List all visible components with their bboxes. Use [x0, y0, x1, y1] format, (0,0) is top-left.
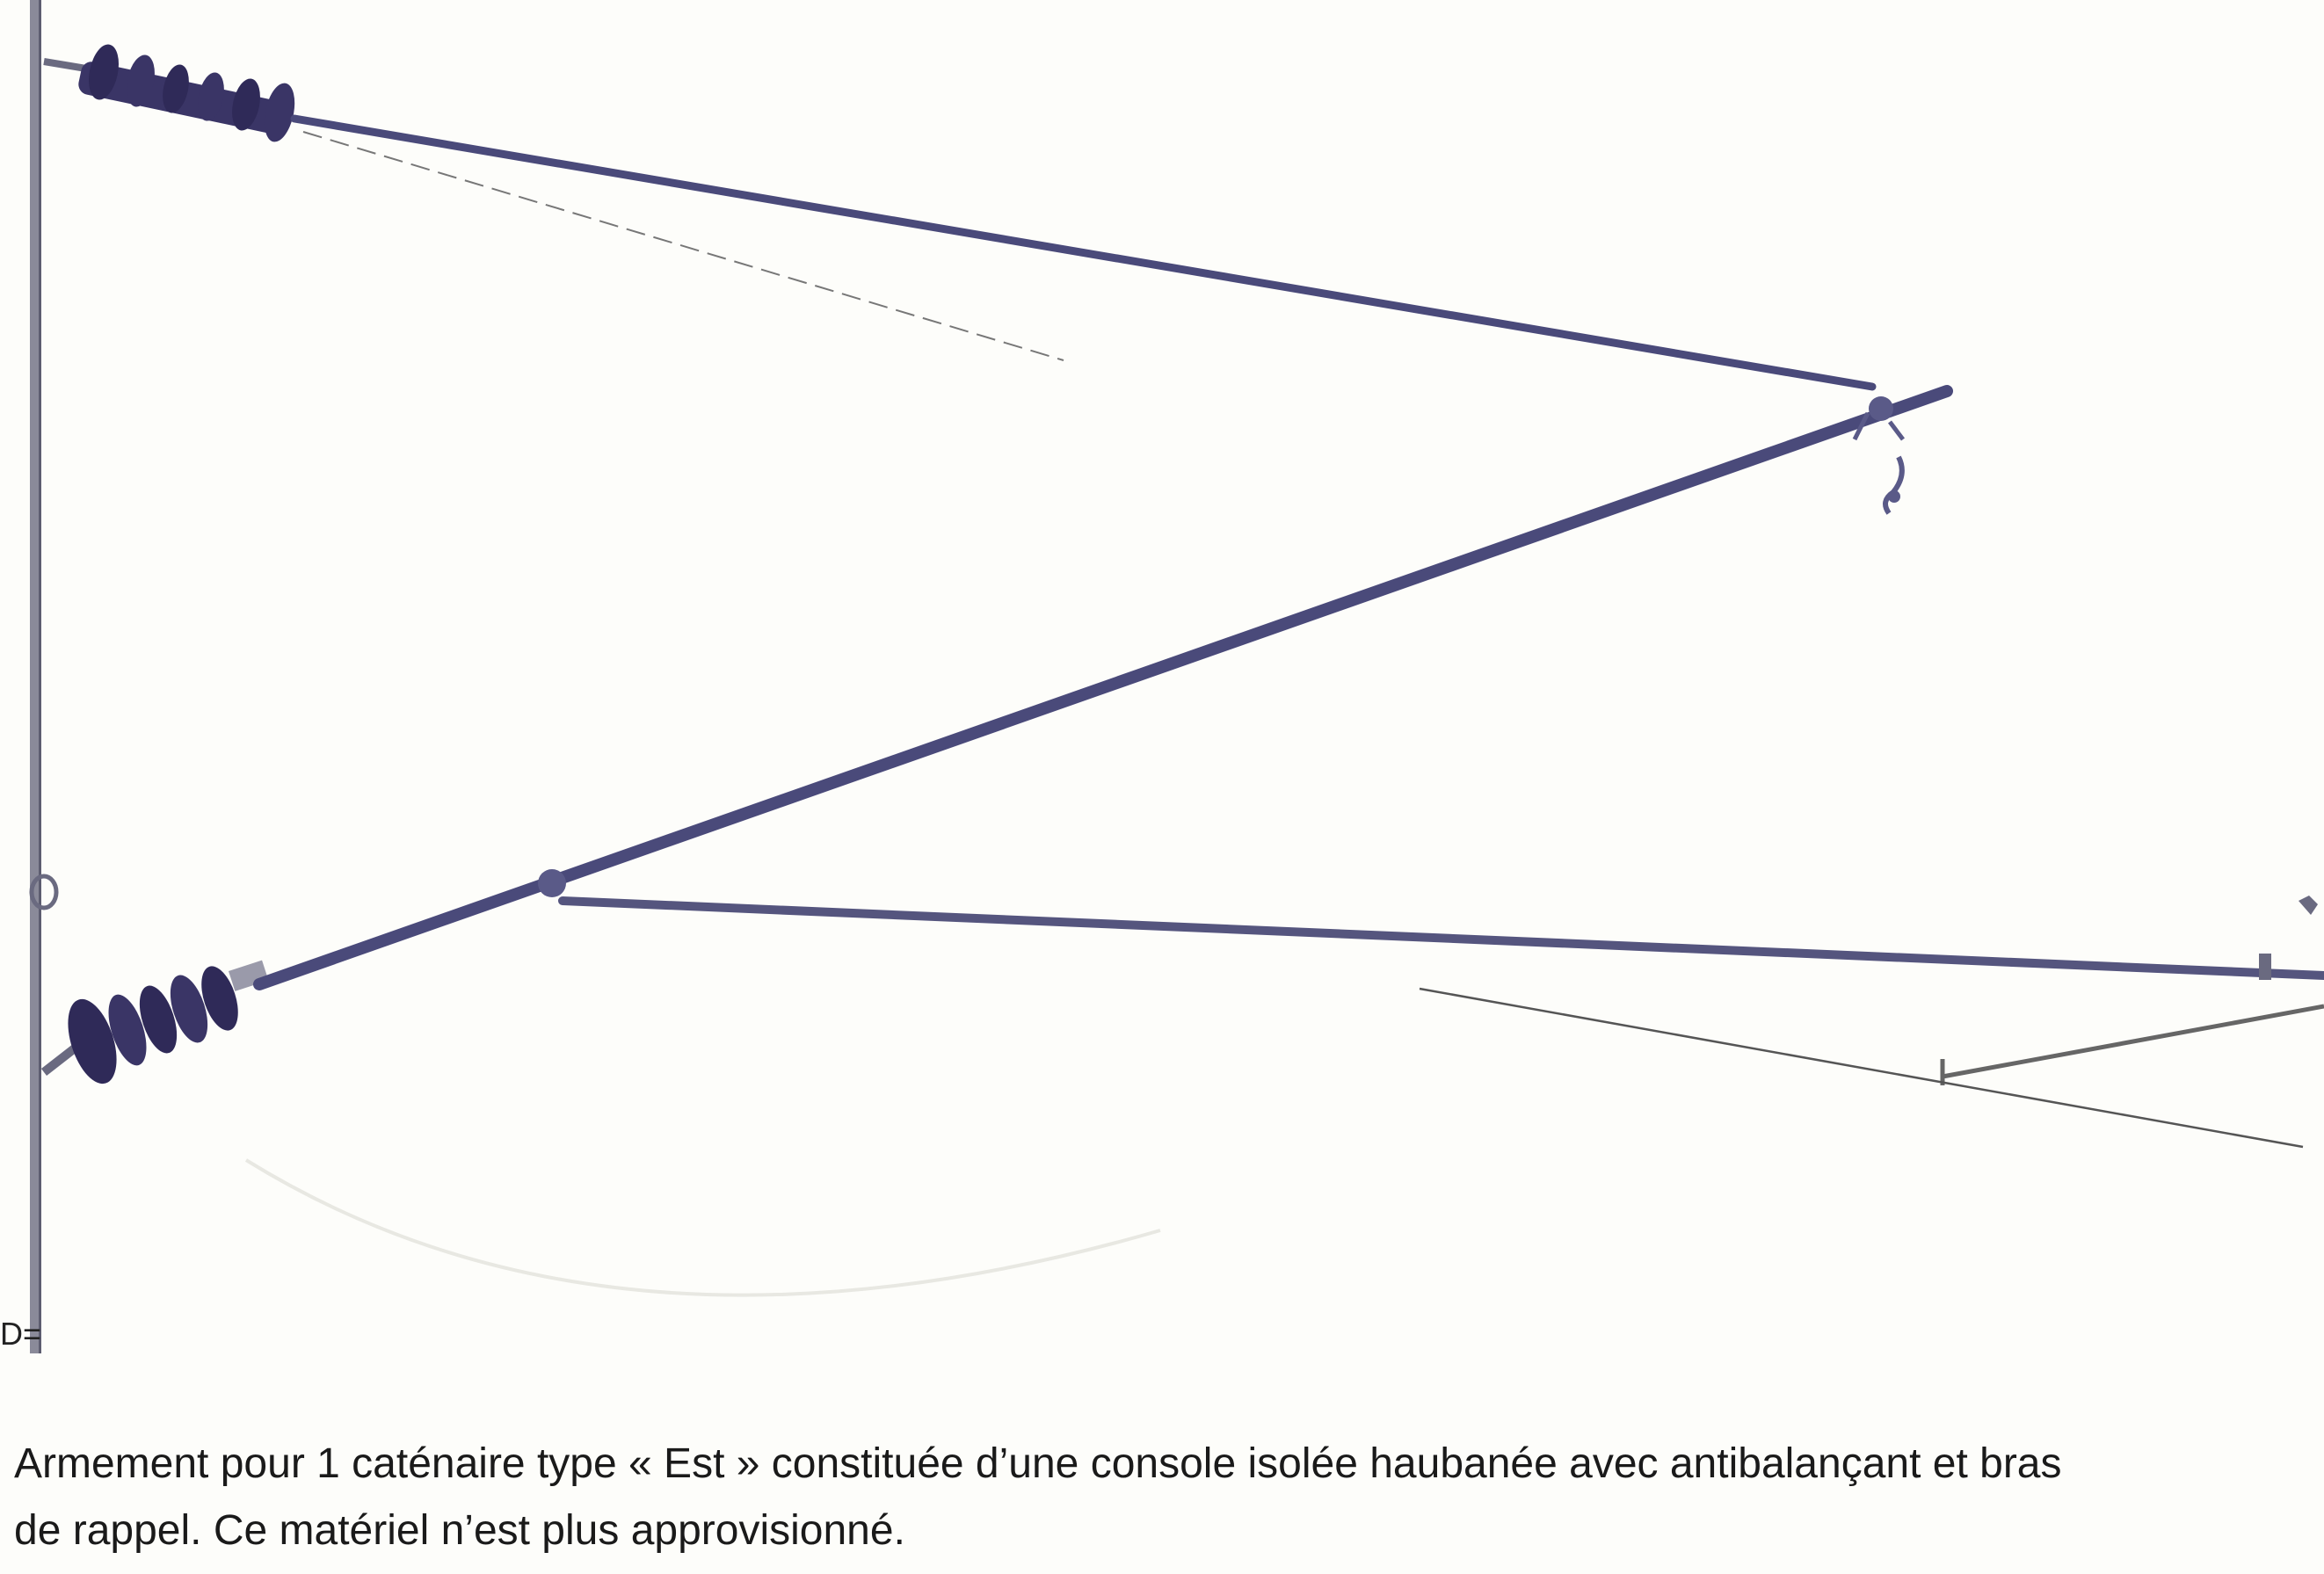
- console-tip: [1852, 396, 1905, 515]
- upper-insulator: [43, 44, 295, 142]
- console-strut: [253, 385, 1953, 990]
- stay-rod: [290, 114, 1877, 391]
- catenary-photo: [29, 0, 2324, 1353]
- mast-bracket: [29, 874, 59, 910]
- stray-mark: D=: [0, 1316, 42, 1352]
- figure-caption: Armement pour 1 caténaire type « Est » c…: [14, 1431, 2317, 1564]
- console-joint: [538, 869, 566, 897]
- lower-insulator: [40, 960, 269, 1084]
- caption-line-1: Armement pour 1 caténaire type « Est » c…: [14, 1440, 2062, 1487]
- faint-arc: [244, 1158, 1161, 1297]
- caption-line-2: de rappel. Ce matériel n’est plus approv…: [14, 1507, 905, 1554]
- mast: [30, 0, 39, 1353]
- contact-wire: [1419, 987, 2304, 1149]
- mast-edge: [39, 0, 41, 1353]
- stay-wire: [302, 131, 1064, 361]
- registration-arm: [558, 896, 2324, 980]
- steady-arm: [1940, 896, 2324, 1085]
